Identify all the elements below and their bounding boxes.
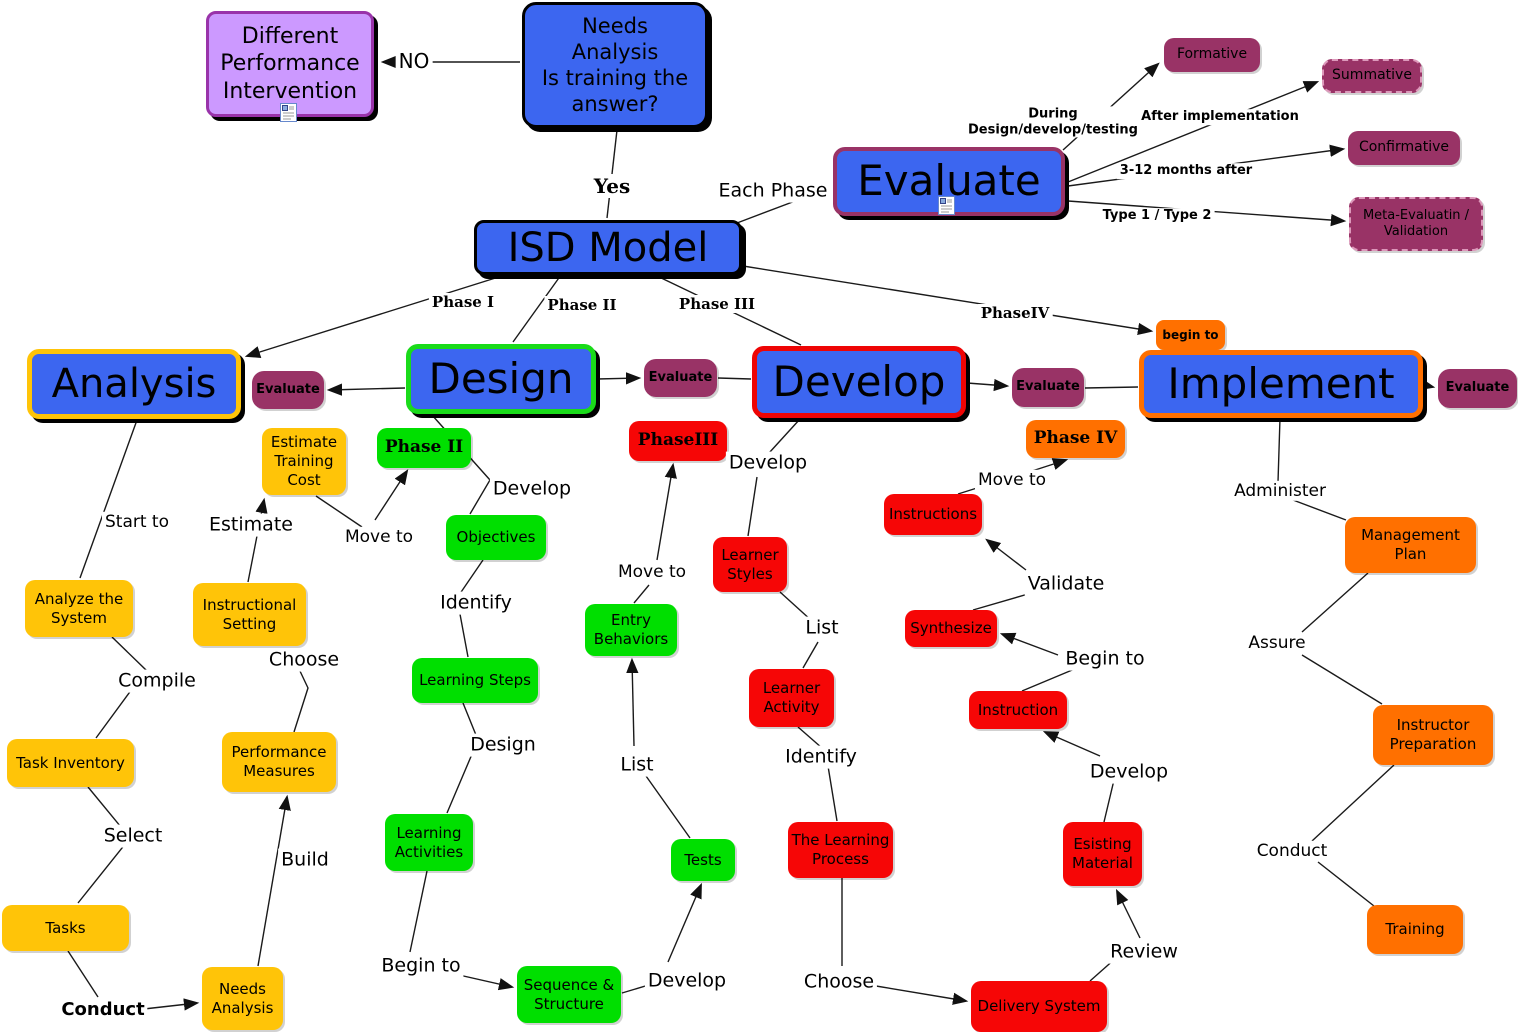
link-label-move-to[interactable]: Move to bbox=[341, 526, 417, 548]
link-label-begin-to[interactable]: Begin to bbox=[378, 954, 464, 978]
link-label-list[interactable]: List bbox=[802, 616, 842, 640]
link-label-3-12-months-after[interactable]: 3-12 months after bbox=[1116, 163, 1256, 179]
node-phase-iii[interactable]: PhaseIII bbox=[629, 421, 727, 461]
link-label-review[interactable]: Review bbox=[1107, 940, 1181, 964]
link-label-each-phase[interactable]: Each Phase bbox=[715, 179, 831, 203]
link-label-develop[interactable]: Develop bbox=[1086, 760, 1172, 784]
link-label-develop[interactable]: Develop bbox=[489, 477, 575, 501]
node-isd-model[interactable]: ISD Model bbox=[474, 220, 742, 275]
node-evaluate-design[interactable]: Evaluate bbox=[644, 359, 717, 397]
link-label-identify[interactable]: Identify bbox=[437, 591, 515, 615]
link-label-develop[interactable]: Develop bbox=[725, 451, 811, 475]
node-sequence-structure[interactable]: Sequence & Structure bbox=[517, 966, 621, 1023]
link-label-develop[interactable]: Develop bbox=[644, 969, 730, 993]
node-learner-styles[interactable]: Learner Styles bbox=[713, 537, 787, 592]
node-summative[interactable]: Summative bbox=[1322, 59, 1422, 93]
node-learner-activity[interactable]: Learner Activity bbox=[749, 669, 834, 727]
node-begin-to-tab[interactable]: begin to bbox=[1156, 320, 1225, 350]
link-label-identify[interactable]: Identify bbox=[782, 745, 860, 769]
link-label-validate[interactable]: Validate bbox=[1024, 572, 1108, 596]
node-performance-measures[interactable]: Performance Measures bbox=[222, 732, 336, 792]
link-label-choose[interactable]: Choose bbox=[800, 970, 878, 994]
link-label-after-implementation[interactable]: After implementation bbox=[1138, 109, 1302, 125]
node-confirmative[interactable]: Confirmative bbox=[1348, 131, 1460, 165]
link-label-conduct[interactable]: Conduct bbox=[1253, 840, 1331, 862]
node-the-learning-process[interactable]: The Learning Process bbox=[788, 822, 893, 878]
link-label-move-to[interactable]: Move to bbox=[614, 561, 690, 583]
link-label-choose[interactable]: Choose bbox=[265, 648, 343, 672]
node-synthesize[interactable]: Synthesize bbox=[905, 610, 997, 647]
node-phase-iv[interactable]: Phase IV bbox=[1026, 420, 1125, 458]
resource-note-icon[interactable] bbox=[280, 103, 297, 122]
node-meta-evaluation-validation[interactable]: Meta-Evaluatin / Validation bbox=[1349, 197, 1483, 251]
link-label-compile[interactable]: Compile bbox=[115, 669, 199, 693]
link-label-administer[interactable]: Administer bbox=[1231, 480, 1329, 502]
link-label-during-design-develop-testing[interactable]: During Design/develop/testing bbox=[965, 106, 1141, 138]
link-label-list[interactable]: List bbox=[617, 753, 657, 777]
link-label-type-1-type-2[interactable]: Type 1 / Type 2 bbox=[1099, 208, 1215, 224]
link-label-phase-iii[interactable]: Phase III bbox=[675, 295, 759, 313]
link-label-phase-iv[interactable]: PhaseIV bbox=[977, 304, 1053, 322]
node-management-plan[interactable]: Management Plan bbox=[1345, 517, 1476, 573]
link-label-phase-i[interactable]: Phase I bbox=[428, 293, 498, 311]
node-instructional-setting[interactable]: Instructional Setting bbox=[193, 583, 306, 646]
link-label-select[interactable]: Select bbox=[100, 824, 166, 848]
node-design[interactable]: Design bbox=[406, 344, 596, 414]
node-delivery-system[interactable]: Delivery System bbox=[971, 981, 1107, 1032]
node-needs-analysis-question[interactable]: Needs Analysis Is training the answer? bbox=[522, 2, 708, 128]
link-label-conduct[interactable]: Conduct bbox=[58, 999, 148, 1021]
link-label-yes[interactable]: Yes bbox=[590, 174, 634, 198]
node-task-inventory[interactable]: Task Inventory bbox=[7, 739, 134, 787]
link-label-move-to[interactable]: Move to bbox=[974, 469, 1050, 491]
node-esisting-material[interactable]: Esisting Material bbox=[1063, 822, 1142, 886]
node-analyze-the-system[interactable]: Analyze the System bbox=[25, 580, 133, 637]
node-learning-activities[interactable]: Learning Activities bbox=[385, 814, 473, 871]
node-instruction[interactable]: Instruction bbox=[969, 691, 1067, 729]
node-tasks[interactable]: Tasks bbox=[2, 905, 129, 951]
link-label-no[interactable]: NO bbox=[395, 49, 433, 73]
link-label-design[interactable]: Design bbox=[467, 733, 539, 757]
node-implement[interactable]: Implement bbox=[1139, 350, 1423, 418]
node-needs-analysis[interactable]: Needs Analysis bbox=[202, 967, 283, 1030]
node-phase-ii[interactable]: Phase II bbox=[377, 428, 471, 468]
node-analysis[interactable]: Analysis bbox=[27, 349, 241, 419]
resource-note-icon[interactable] bbox=[938, 196, 955, 215]
node-evaluate-develop[interactable]: Evaluate bbox=[1012, 368, 1084, 407]
node-formative[interactable]: Formative bbox=[1164, 38, 1260, 72]
node-evaluate-implement[interactable]: Evaluate bbox=[1438, 369, 1517, 408]
node-learning-steps[interactable]: Learning Steps bbox=[412, 658, 538, 703]
node-instructor-preparation[interactable]: Instructor Preparation bbox=[1373, 705, 1493, 765]
link-label-assure[interactable]: Assure bbox=[1245, 632, 1309, 654]
node-entry-behaviors[interactable]: Entry Behaviors bbox=[585, 604, 677, 656]
node-different-performance-intervention[interactable]: Different Performance Intervention bbox=[206, 11, 374, 117]
link-label-start-to[interactable]: Start to bbox=[102, 511, 172, 533]
node-develop[interactable]: Develop bbox=[752, 346, 966, 418]
link-label-estimate[interactable]: Estimate bbox=[206, 513, 296, 537]
link-label-build[interactable]: Build bbox=[278, 848, 332, 872]
node-objectives[interactable]: Objectives bbox=[446, 515, 546, 560]
node-evaluate-analysis[interactable]: Evaluate bbox=[252, 371, 324, 409]
node-training[interactable]: Training bbox=[1367, 905, 1463, 954]
link-label-begin-to[interactable]: Begin to bbox=[1062, 647, 1148, 671]
node-tests[interactable]: Tests bbox=[671, 839, 735, 881]
node-instructions[interactable]: Instructions bbox=[884, 494, 982, 535]
node-estimate-training-cost[interactable]: Estimate Training Cost bbox=[262, 428, 346, 495]
link-label-phase-ii[interactable]: Phase II bbox=[544, 296, 620, 314]
